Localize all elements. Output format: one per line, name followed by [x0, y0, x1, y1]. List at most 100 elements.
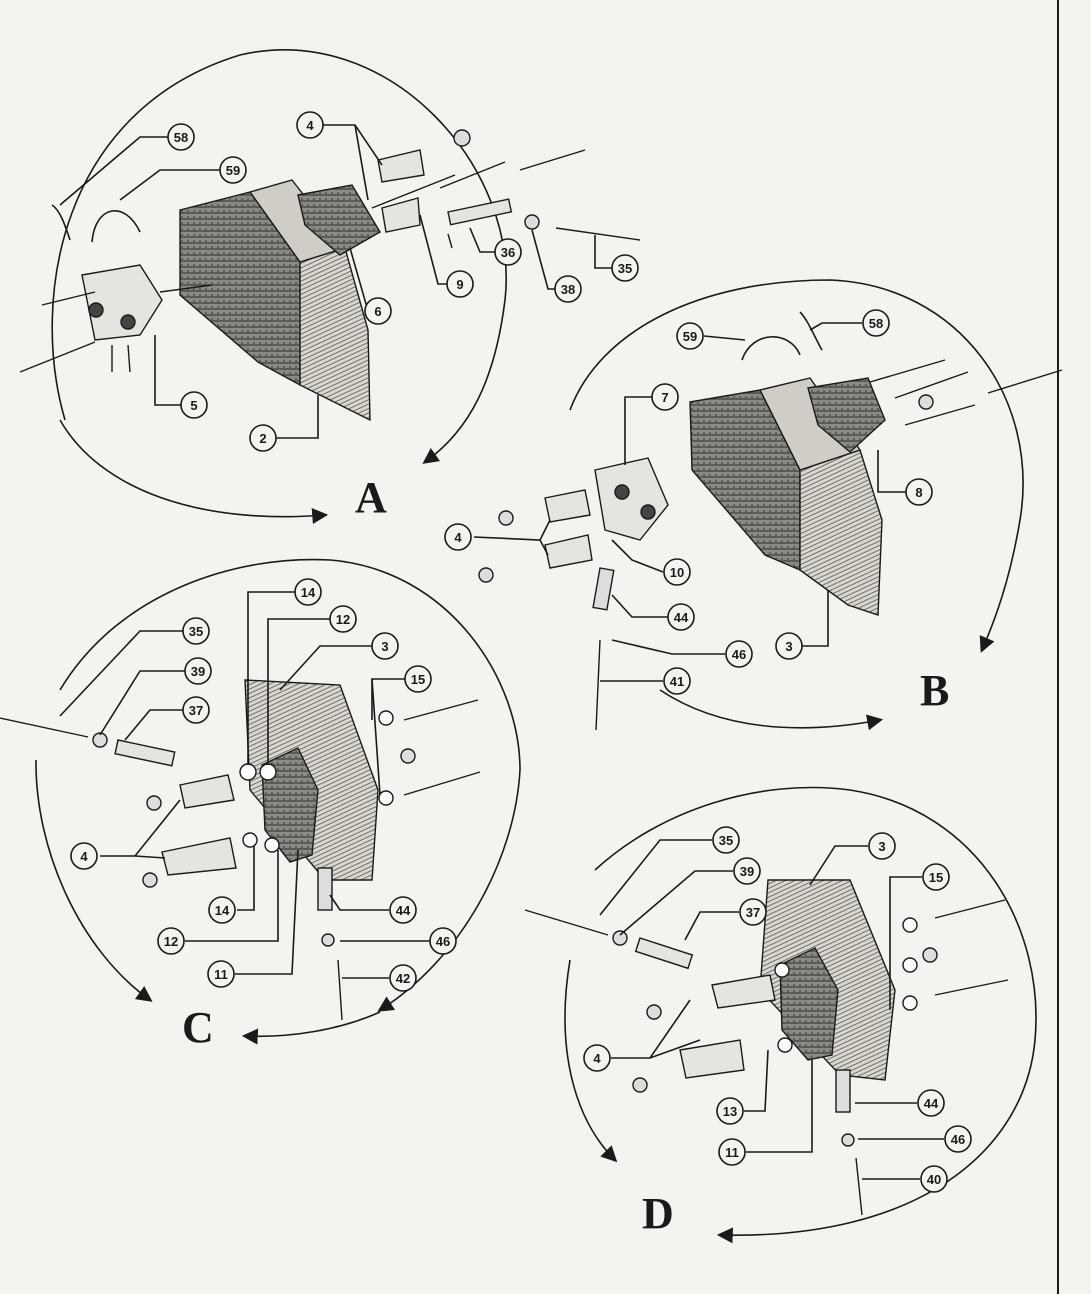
callout-a-6: 6	[364, 297, 392, 325]
svg-text:58: 58	[174, 130, 188, 145]
callout-b-59: 59	[676, 322, 704, 350]
callout-d-37: 37	[739, 898, 767, 926]
svg-text:35: 35	[189, 624, 203, 639]
callout-a-2: 2	[249, 424, 277, 452]
hardware-d	[524, 899, 1009, 1216]
svg-text:44: 44	[674, 610, 689, 625]
callouts: 58 59 4 36 9 35 38 6 5 2 59 58 7 4 10 8 …	[70, 111, 972, 1193]
callout-b-41: 41	[663, 667, 691, 695]
panel-letter-d: D	[642, 1189, 674, 1238]
svg-text:11: 11	[725, 1145, 739, 1160]
plate-8	[807, 377, 886, 453]
callout-a-5: 5	[180, 391, 208, 419]
callout-c-42: 42	[389, 964, 417, 992]
callout-a-36: 36	[494, 238, 522, 266]
callout-d-35: 35	[712, 826, 740, 854]
wood-block-c	[244, 679, 379, 881]
callout-c-15: 15	[404, 665, 432, 693]
svg-text:35: 35	[618, 261, 632, 276]
svg-text:14: 14	[215, 903, 230, 918]
svg-text:10: 10	[670, 565, 684, 580]
callout-d-11: 11	[718, 1138, 746, 1166]
rotation-arc-a	[51, 49, 507, 464]
wire-58-b	[799, 311, 823, 351]
panel-letter-a: A	[355, 473, 387, 522]
panel-b: B	[478, 279, 1063, 731]
callout-c-35: 35	[182, 617, 210, 645]
svg-text:41: 41	[670, 674, 684, 689]
wire-59-a	[91, 210, 141, 243]
callout-d-39: 39	[733, 857, 761, 885]
svg-text:3: 3	[878, 839, 885, 854]
callout-d-15: 15	[922, 863, 950, 891]
callout-d-44: 44	[917, 1089, 945, 1117]
callout-b-4: 4	[444, 523, 472, 551]
svg-text:15: 15	[411, 672, 425, 687]
rotation-arc-c-lower	[241, 1011, 381, 1045]
panel-letter-c: C	[182, 1003, 214, 1052]
svg-text:42: 42	[396, 971, 410, 986]
callout-b-10: 10	[663, 558, 691, 586]
callout-d-4: 4	[583, 1044, 611, 1072]
hardware-b	[478, 359, 1063, 731]
svg-text:15: 15	[929, 870, 943, 885]
svg-text:46: 46	[436, 934, 450, 949]
panel-d: D	[524, 786, 1037, 1244]
callout-c-44: 44	[389, 896, 417, 924]
svg-text:4: 4	[306, 118, 314, 133]
svg-text:46: 46	[732, 647, 746, 662]
wood-block-b	[689, 377, 883, 616]
svg-text:5: 5	[190, 398, 197, 413]
svg-text:46: 46	[951, 1132, 965, 1147]
panel-c: C	[0, 558, 521, 1052]
callout-a-38: 38	[554, 275, 582, 303]
callout-c-46: 46	[429, 927, 457, 955]
wire-59-b	[741, 336, 801, 361]
callout-a-35: 35	[611, 254, 639, 282]
svg-text:36: 36	[501, 245, 515, 260]
wood-block-d	[759, 879, 896, 1081]
hardware-c	[0, 699, 481, 1021]
svg-text:9: 9	[456, 277, 463, 292]
rotation-arc-a-lower	[59, 419, 329, 524]
wire-58-a	[51, 204, 71, 241]
callout-b-3: 3	[775, 632, 803, 660]
callout-c-11: 11	[207, 960, 235, 988]
svg-text:44: 44	[396, 903, 411, 918]
callout-d-3: 3	[868, 832, 896, 860]
callout-a-9: 9	[446, 270, 474, 298]
callout-d-13: 13	[716, 1097, 744, 1125]
svg-text:11: 11	[214, 967, 228, 982]
callout-c-3: 3	[371, 632, 399, 660]
svg-text:4: 4	[454, 530, 462, 545]
wood-block-a	[179, 179, 371, 422]
svg-text:40: 40	[927, 1172, 941, 1187]
svg-text:3: 3	[381, 639, 388, 654]
rotation-arc-c	[59, 558, 521, 1012]
svg-text:44: 44	[924, 1096, 939, 1111]
callout-c-4: 4	[70, 842, 98, 870]
svg-text:7: 7	[661, 390, 668, 405]
svg-text:8: 8	[915, 485, 922, 500]
callout-a-58: 58	[167, 123, 195, 151]
callout-c-12-top: 12	[329, 605, 357, 633]
svg-text:14: 14	[301, 585, 316, 600]
svg-text:12: 12	[336, 612, 350, 627]
plate-6	[297, 184, 381, 256]
callout-b-8: 8	[905, 478, 933, 506]
callout-a-59: 59	[219, 156, 247, 184]
callout-b-46: 46	[725, 640, 753, 668]
rotation-arc-b-lower	[659, 689, 884, 731]
callout-c-14-top: 14	[294, 578, 322, 606]
callout-c-37: 37	[182, 696, 210, 724]
svg-text:59: 59	[683, 329, 697, 344]
rotation-arc-d-left	[564, 959, 618, 1163]
svg-text:4: 4	[593, 1051, 601, 1066]
svg-text:38: 38	[561, 282, 575, 297]
svg-text:12: 12	[164, 934, 178, 949]
svg-text:59: 59	[226, 163, 240, 178]
rotation-arc-c-left	[35, 759, 153, 1002]
callout-b-7: 7	[651, 383, 679, 411]
svg-text:4: 4	[80, 849, 88, 864]
